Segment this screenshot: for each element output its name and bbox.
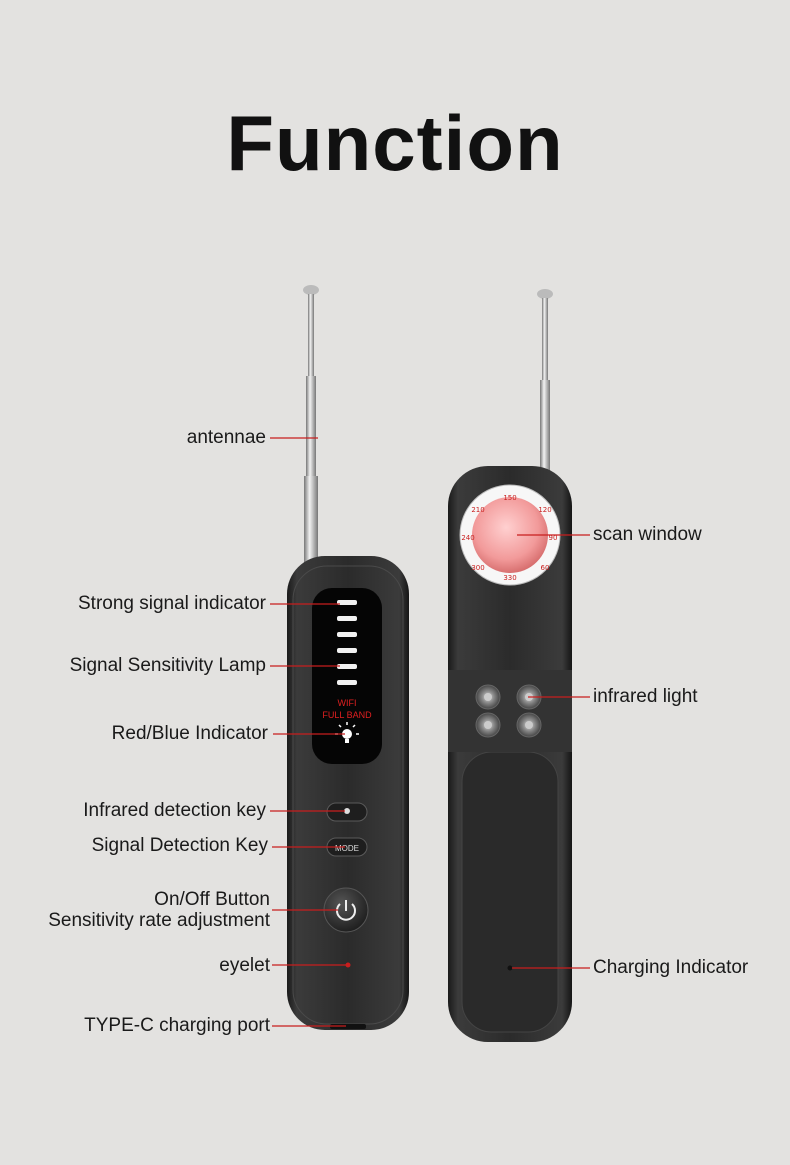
front-antenna [303, 285, 319, 568]
svg-text:210: 210 [471, 506, 484, 514]
leader-lines [270, 437, 590, 1027]
scan-window: 150 210 240 300 330 60 90 120 [459, 484, 561, 586]
label-scan-window: scan window [593, 524, 702, 545]
label-sensitivity-rate-adjustment: Sensitivity rate adjustment [48, 910, 270, 931]
label-signal-detection-key: Signal Detection Key [91, 835, 268, 856]
display-text-wifi: WIFI [338, 698, 357, 708]
infrared-lights [475, 684, 542, 738]
label-red-blue-indicator: Red/Blue Indicator [111, 723, 268, 744]
display-text-full-band: FULL BAND [322, 710, 372, 720]
infrared-detection-key[interactable] [326, 802, 368, 822]
label-eyelet: eyelet [219, 955, 270, 976]
label-antennae: antennae [186, 427, 266, 448]
eyelet-hole [345, 962, 351, 968]
back-device-body [448, 466, 572, 1042]
svg-text:150: 150 [503, 494, 516, 502]
page-title: Function [226, 99, 564, 187]
label-typec-port: TYPE-C charging port [84, 1015, 270, 1036]
label-on-off-group: On/Off Button Sensitivity rate adjustmen… [48, 889, 270, 931]
power-icon [336, 900, 356, 921]
label-charging-indicator: Charging Indicator [593, 957, 749, 978]
charging-indicator-dot [507, 965, 513, 971]
label-signal-sensitivity-lamp: Signal Sensitivity Lamp [69, 655, 266, 676]
back-antenna [537, 289, 553, 480]
svg-text:240: 240 [461, 534, 474, 542]
front-display-panel: WIFI FULL BAND [312, 588, 382, 764]
label-infrared-detection-key: Infrared detection key [83, 800, 266, 821]
svg-text:60: 60 [541, 564, 550, 572]
power-button[interactable] [323, 887, 369, 933]
svg-text:330: 330 [503, 574, 516, 582]
svg-text:300: 300 [471, 564, 484, 572]
svg-text:120: 120 [538, 506, 551, 514]
typec-port-slot [330, 1024, 366, 1029]
label-infrared-light: infrared light [593, 686, 698, 707]
svg-text:90: 90 [549, 534, 558, 542]
label-on-off-button: On/Off Button [154, 889, 270, 910]
label-strong-signal-indicator: Strong signal indicator [78, 593, 266, 614]
mode-key-text: MODE [335, 844, 359, 853]
